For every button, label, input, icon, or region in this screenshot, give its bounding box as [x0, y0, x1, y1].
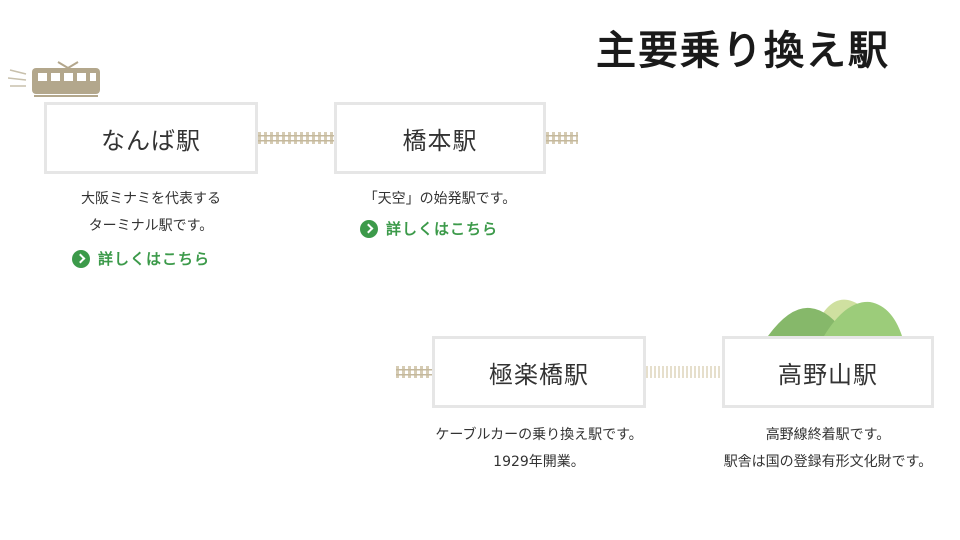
track-end	[546, 132, 578, 144]
arrow-right-icon	[72, 249, 90, 268]
station-nanba[interactable]: なんば駅	[44, 102, 258, 174]
arrow-right-icon	[360, 219, 378, 238]
track-connector	[258, 132, 334, 144]
mountain-icon	[768, 294, 904, 336]
page-title: 主要乗り換え駅	[596, 27, 890, 74]
station-description: 「天空」の始発駅です。	[363, 191, 517, 207]
details-link-hashimoto[interactable]: 詳しくはこちら	[360, 218, 498, 239]
station-koyasan[interactable]: 高野山駅	[722, 336, 934, 408]
station-description: 大阪ミナミを代表する ターミナル駅です。	[81, 191, 221, 234]
station-hashimoto[interactable]: 橋本駅	[334, 102, 546, 174]
details-link-nanba[interactable]: 詳しくはこちら	[72, 248, 210, 269]
station-description: ケーブルカーの乗り換え駅です。 1929年開業。	[435, 427, 643, 470]
station-gokurakubashi[interactable]: 極楽橋駅	[432, 336, 646, 408]
station-name: 極楽橋駅	[489, 360, 589, 389]
station-name: 橋本駅	[402, 126, 478, 155]
station-description: 高野線終着駅です。 駅舎は国の登録有形文化財です。	[723, 427, 933, 470]
station-name: なんば駅	[101, 126, 201, 155]
train-icon	[7, 60, 104, 100]
track-start	[396, 366, 432, 378]
cable-connector	[646, 366, 722, 378]
station-name: 高野山駅	[778, 360, 878, 389]
